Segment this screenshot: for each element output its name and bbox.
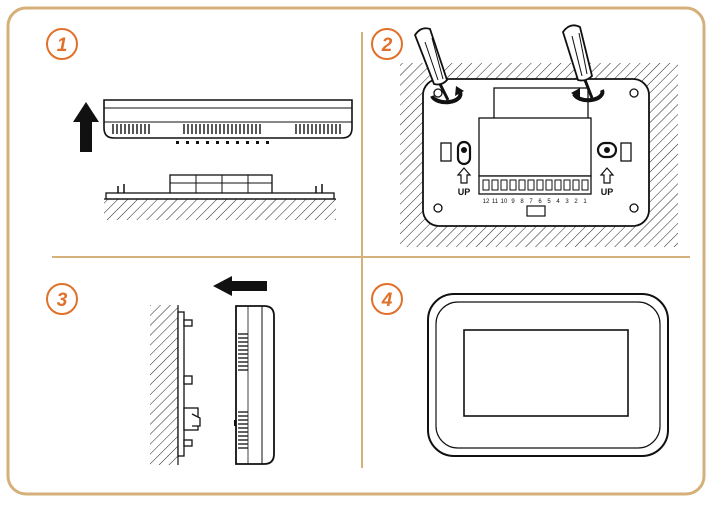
terminal-label: 1: [583, 199, 587, 205]
up-arrow-icon: [73, 102, 99, 152]
step-1-number: 1: [57, 35, 68, 56]
up-arrow-icon: [599, 167, 615, 184]
terminal-block: 12 11 10 9 8 7 6 5 4 3 2 1: [478, 87, 592, 217]
step-3-badge: 3: [46, 283, 78, 315]
left-mount: UP: [440, 140, 472, 197]
terminal-label: 9: [511, 199, 515, 205]
terminal-label: 11: [492, 199, 499, 205]
step-2-number: 2: [381, 35, 393, 56]
wall-hatch-vertical: [150, 305, 178, 465]
step-1-panel: 1: [46, 28, 353, 220]
thermostat-body-profile: [234, 305, 275, 465]
left-arrow-icon: [213, 276, 267, 296]
display-screen: [463, 329, 629, 417]
terminal-label: 3: [565, 199, 569, 205]
up-label-right: UP: [601, 187, 614, 197]
right-mount: UP: [596, 141, 632, 197]
terminal-label: 4: [556, 199, 560, 205]
step-2-badge: 2: [371, 28, 403, 60]
terminal-label: 6: [538, 199, 542, 205]
terminal-numbers: 12 11 10 9 8 7 6 5 4 3 2 1: [483, 199, 588, 205]
step-4-number: 4: [381, 290, 393, 311]
step-3-number: 3: [57, 290, 68, 311]
step-4-panel: 4: [371, 283, 669, 457]
step-3-panel: 3: [46, 276, 275, 465]
screwdriver-left-icon: [413, 27, 464, 105]
wall-base-side: [104, 174, 336, 220]
terminal-label: 8: [520, 199, 524, 205]
thermostat-body-side: [103, 99, 353, 144]
screwdriver-right-icon: [562, 24, 605, 103]
step-4-badge: 4: [371, 283, 403, 315]
up-arrow-icon: [456, 167, 472, 184]
terminal-label: 5: [547, 199, 551, 205]
terminal-label: 10: [501, 199, 508, 205]
terminal-label: 2: [574, 199, 578, 205]
up-label-left: UP: [458, 187, 471, 197]
step-1-badge: 1: [46, 28, 78, 60]
thermostat-front-view: [427, 293, 669, 457]
terminal-label: 7: [529, 199, 533, 205]
terminal-label: 12: [483, 199, 490, 205]
corner-screws: [433, 88, 639, 213]
step-2-panel: 2 12 11 10 9 8 7 6 5: [371, 24, 678, 247]
wall-base-profile: [177, 311, 201, 457]
